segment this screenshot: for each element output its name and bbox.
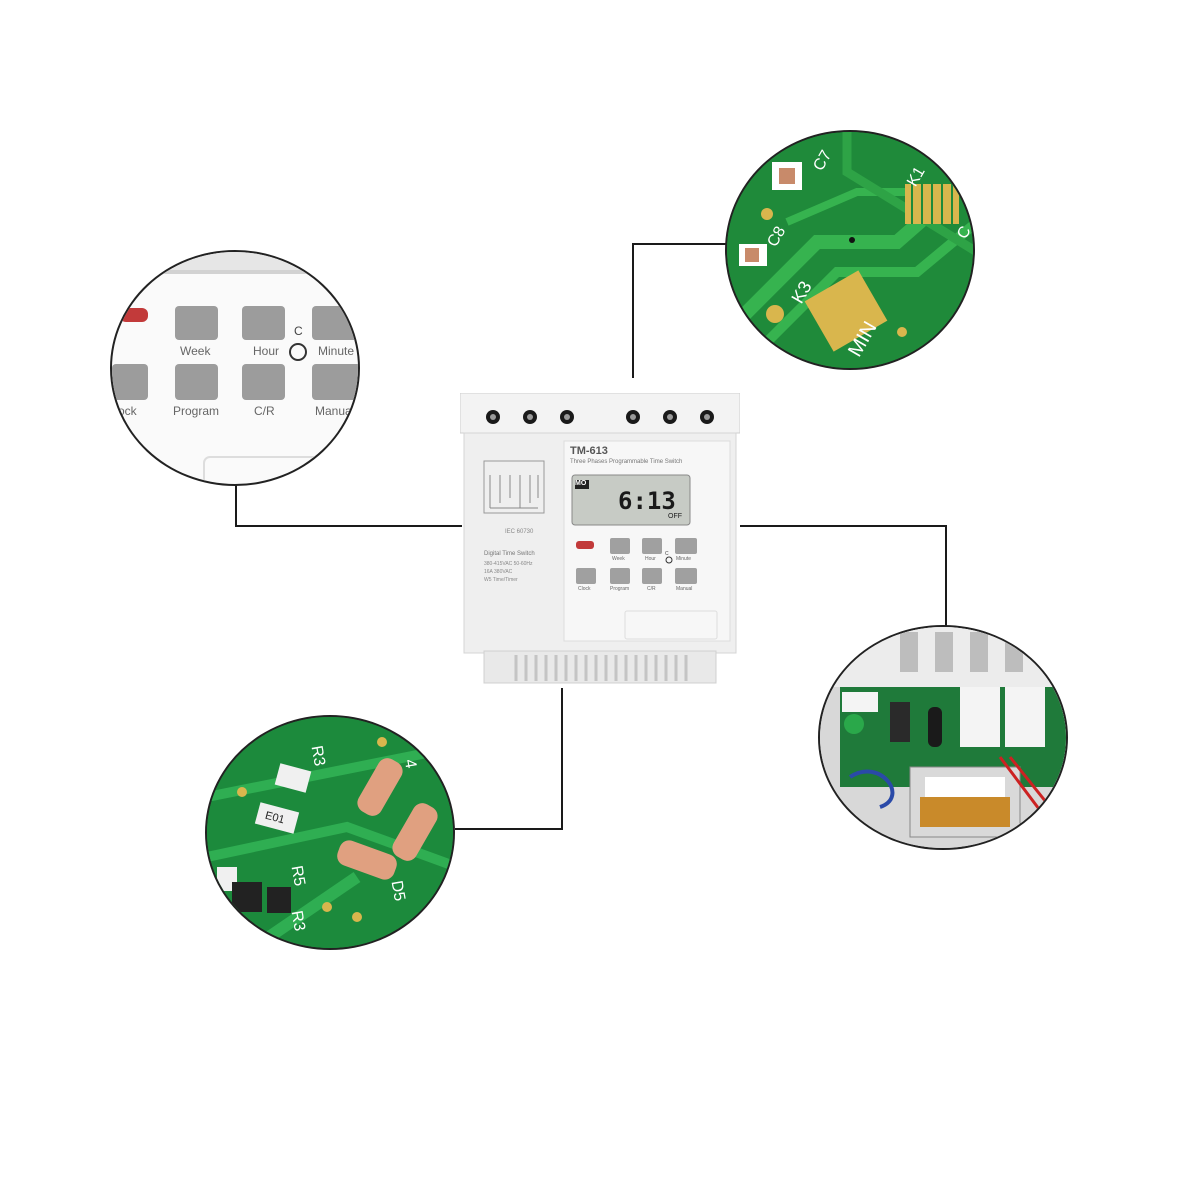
connector-line-left-v <box>235 478 237 527</box>
zoom-circle-pcb-top: C7 K1 C8 K3 MIN C <box>725 130 975 370</box>
lcd-day: MO <box>575 480 587 487</box>
connector-line-bottom-h <box>455 828 563 830</box>
connector-line-right-h <box>740 525 947 527</box>
zoom-minute-label: Minute <box>318 344 355 358</box>
device-cert: IEC 60730 <box>505 529 534 535</box>
connector-line-right-v <box>945 525 947 630</box>
connector-line-top-h <box>632 243 727 245</box>
connector-line-top-v <box>632 243 634 378</box>
zoom-hour-label: Hour <box>253 344 280 358</box>
lcd-status: OFF <box>668 513 682 520</box>
zoom-circle-pcb-bottom: R3 E01 R5 D5 R3 4 <box>205 715 455 950</box>
lcd-time: 6:13 <box>618 487 676 515</box>
pcb-label-d5: D5 <box>387 879 408 903</box>
pcb-label-r5: R5 <box>287 864 308 888</box>
device-left-title: Digital Time Switch <box>484 551 535 557</box>
device-c-label: C <box>665 551 669 557</box>
zoom-cr-label: C/R <box>254 404 275 418</box>
zoom-clock-label: ock <box>118 404 137 418</box>
device-btn-hour-label: Hour <box>645 556 656 562</box>
zoom-c-label: C <box>294 324 303 338</box>
device-model: TM-613 <box>570 445 608 457</box>
device-spec-3: W5 Time/Timer <box>484 577 518 583</box>
time-switch-device: TM-613 Three Phases Programmable Time Sw… <box>460 393 740 688</box>
device-subtitle: Three Phases Programmable Time Switch <box>570 459 683 465</box>
device-btn-cr-label: C/R <box>647 586 656 592</box>
zoom-circle-buttons: Week Hour Minute C ock Program C/R Manua <box>110 250 360 486</box>
zoom-program-label: Program <box>173 404 220 418</box>
device-btn-manual-label: Manual <box>676 586 693 592</box>
pcb-label-r3a: R3 <box>307 744 328 768</box>
device-btn-program-label: Program <box>610 586 630 592</box>
zoom-manual-label: Manua <box>315 404 352 418</box>
connector-line-left-h <box>235 525 462 527</box>
pcb-label-r3b: R3 <box>287 909 308 933</box>
connector-line-bottom-v <box>561 688 563 830</box>
device-spec-1: 380-415VAC 50-60Hz <box>484 561 533 567</box>
device-spec-2: 16A 380VAC <box>484 569 513 575</box>
manual-indicator <box>120 308 148 322</box>
device-btn-minute-label: Minute <box>676 556 692 562</box>
zoom-circle-internal <box>818 625 1068 850</box>
device-btn-week-label: Week <box>612 556 625 562</box>
device-btn-clock-label: Clock <box>578 586 591 592</box>
zoom-week-label: Week <box>180 344 211 358</box>
